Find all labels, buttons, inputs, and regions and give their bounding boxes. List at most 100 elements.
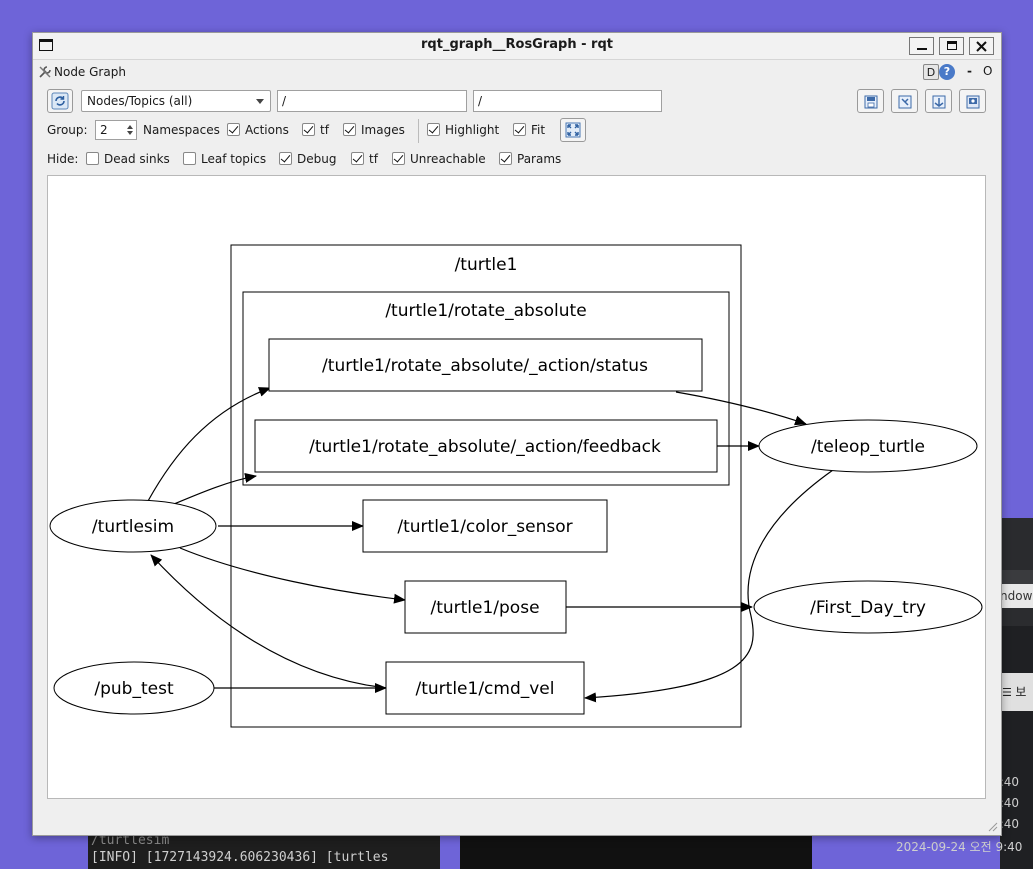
close-icon	[976, 41, 987, 52]
topic-label: /turtle1/rotate_absolute/_action/status	[322, 356, 648, 376]
save-dot-button[interactable]	[891, 89, 918, 113]
title-bar[interactable]: rqt_graph__RosGraph - rqt	[33, 33, 1001, 60]
background-timestamp: 2024-09-24 오전 9:40	[896, 840, 1023, 854]
namespace-label: /turtle1	[455, 255, 518, 275]
close-plugin-button[interactable]: O	[983, 64, 993, 78]
topic-label: /turtle1/rotate_absolute/_action/feedbac…	[309, 437, 661, 457]
close-button[interactable]	[969, 37, 994, 55]
minimize-plugin-button[interactable]: -	[967, 64, 972, 78]
window-title: rqt_graph__RosGraph - rqt	[421, 37, 613, 52]
spin-up-icon[interactable]	[127, 125, 133, 129]
topic-box-color-sensor[interactable]	[362, 499, 608, 553]
terminal-line: /turtlesim	[91, 833, 170, 848]
images-checkbox[interactable]	[343, 123, 356, 136]
fit-label: Fit	[531, 123, 546, 137]
background-time: :40	[1000, 796, 1019, 810]
dead-sinks-label: Dead sinks	[104, 152, 170, 166]
maximize-button[interactable]	[939, 37, 964, 55]
open-file-icon	[864, 95, 878, 109]
background-panel-label-2: ☰ 보	[1000, 673, 1033, 711]
topic-label: /turtle1/color_sensor	[397, 517, 572, 537]
highlight-label: Highlight	[445, 123, 500, 137]
help-button[interactable]: ?	[939, 64, 955, 80]
save-dot-icon	[898, 95, 912, 109]
edge-turtlesim-status	[147, 387, 271, 502]
graph-type-select[interactable]: Nodes/Topics (all)	[81, 90, 271, 112]
images-label: Images	[361, 123, 405, 137]
hide-tf-checkbox[interactable]	[351, 152, 364, 165]
node-label: /First_Day_try	[810, 598, 926, 618]
edge-cmdvel-turtlesim	[150, 554, 388, 689]
dead-sinks-checkbox[interactable]	[86, 152, 99, 165]
background-terminal: /turtlesim [INFO] [1727143924.606230436]…	[88, 832, 440, 869]
minimize-button[interactable]	[909, 37, 934, 55]
fit-checkbox[interactable]	[513, 123, 526, 136]
tf-checkbox[interactable]	[302, 123, 315, 136]
params-checkbox[interactable]	[499, 152, 512, 165]
node-teleop-turtle[interactable]	[758, 419, 978, 473]
node-pub-test[interactable]	[53, 661, 215, 715]
save-svg-button[interactable]	[925, 89, 952, 113]
topic-label: /turtle1/cmd_vel	[416, 679, 555, 699]
terminal-line: [INFO] [1727143924.606230436] [turtles	[91, 850, 389, 865]
topic-label: /turtle1/pose	[430, 598, 539, 618]
graph-toolbar: Nodes/Topics (all) / /	[33, 87, 1001, 115]
tf-label: tf	[320, 123, 329, 137]
actions-label: Actions	[245, 123, 289, 137]
separator	[418, 119, 419, 143]
topic-filter-input[interactable]: /	[473, 90, 662, 112]
edge-status-teleop	[675, 391, 807, 426]
hide-tf-label: tf	[369, 152, 378, 166]
node-turtlesim[interactable]	[49, 499, 217, 553]
leaf-topics-checkbox[interactable]	[183, 152, 196, 165]
node-label: /teleop_turtle	[811, 437, 925, 457]
save-image-button[interactable]	[959, 89, 986, 113]
background-time: :40	[1000, 817, 1019, 831]
hide-label: Hide:	[47, 152, 79, 166]
namespace-cluster-turtle1[interactable]	[230, 244, 742, 728]
fit-in-view-button[interactable]	[560, 118, 586, 142]
plugin-header: Node Graph	[33, 61, 1001, 83]
node-label: /pub_test	[94, 679, 174, 699]
background-time: :40	[1000, 775, 1019, 789]
leaf-topics-label: Leaf topics	[201, 152, 267, 166]
edge-turtlesim-pose	[179, 547, 406, 604]
namespace-label: /turtle1/rotate_absolute	[385, 301, 586, 321]
topic-box-feedback[interactable]	[254, 419, 718, 473]
spin-down-icon[interactable]	[127, 131, 133, 135]
hide-row: Hide: Dead sinks Leaf topics Debug tf Un…	[33, 148, 1001, 170]
options-row: Group: 2 Namespaces Actions tf Images Hi…	[33, 118, 1001, 143]
topic-box-pose[interactable]	[404, 580, 567, 634]
node-filter-input[interactable]: /	[277, 90, 467, 112]
resize-grip-icon[interactable]	[986, 820, 998, 832]
refresh-icon	[51, 92, 69, 110]
background-panel-label: ndow	[1000, 584, 1033, 608]
debug-label: Debug	[297, 152, 337, 166]
unreachable-checkbox[interactable]	[392, 152, 405, 165]
graph-canvas[interactable]: /turtle1 /turtle1/rotate_absolute /turtl…	[47, 175, 986, 799]
window-icon[interactable]	[39, 39, 53, 51]
actions-checkbox[interactable]	[227, 123, 240, 136]
background-terminal-2	[460, 832, 812, 869]
topic-box-status[interactable]	[268, 338, 703, 392]
namespace-cluster-rotate-absolute[interactable]	[242, 291, 730, 486]
node-first-day-try[interactable]	[753, 580, 983, 634]
highlight-checkbox[interactable]	[427, 123, 440, 136]
image-icon	[966, 95, 980, 109]
node-label: /turtlesim	[92, 517, 174, 537]
unreachable-label: Unreachable	[410, 152, 486, 166]
group-label: Group:	[47, 123, 88, 137]
params-label: Params	[517, 152, 562, 166]
topic-box-cmd-vel[interactable]	[385, 661, 585, 715]
load-dot-button[interactable]	[857, 89, 884, 113]
plugin-title: Node Graph	[54, 65, 126, 79]
edge-teleop-cmdvel	[584, 469, 834, 703]
group-spinbox[interactable]: 2	[95, 120, 137, 140]
chevron-down-icon	[256, 99, 264, 104]
debug-checkbox[interactable]	[279, 152, 292, 165]
namespaces-label: Namespaces	[143, 123, 220, 137]
dock-button[interactable]: D	[923, 64, 939, 80]
ros-graph[interactable]: /turtle1 /turtle1/rotate_absolute /turtl…	[48, 176, 986, 799]
refresh-button[interactable]	[47, 89, 73, 113]
wrench-icon	[39, 66, 51, 78]
